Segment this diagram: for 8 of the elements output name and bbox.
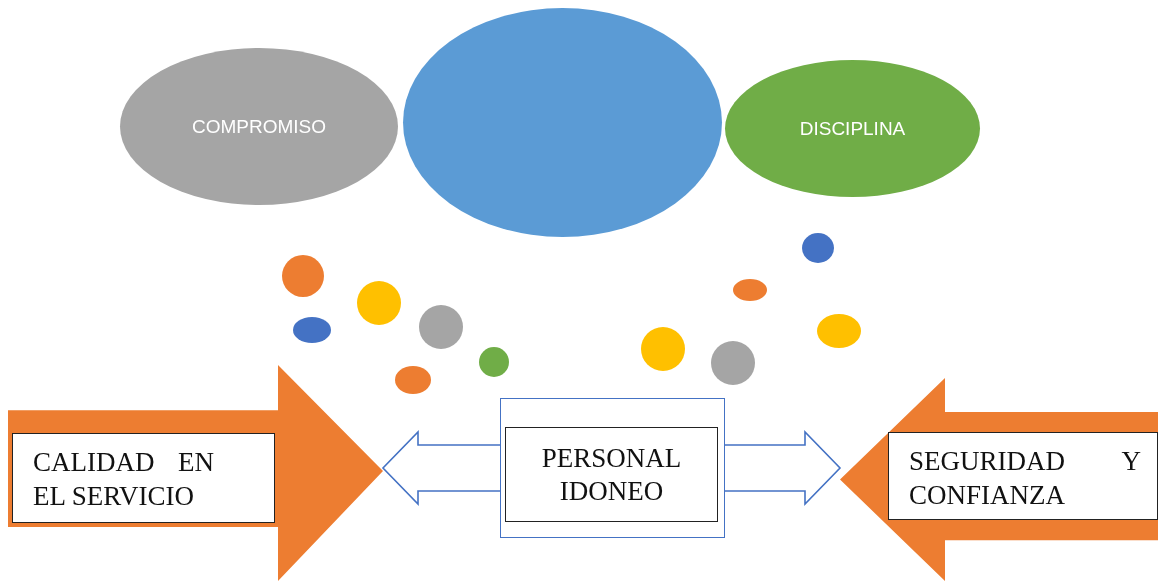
hollow-arrow <box>381 430 501 506</box>
text-box: PERSONAL IDONEO <box>505 427 718 522</box>
text-box: CALIDAD EN EL SERVICIO <box>12 433 275 523</box>
hollow-arrow <box>724 430 842 506</box>
text-box: SEGURIDAD Y CONFIANZA <box>888 432 1158 520</box>
ellipse-label: DISCIPLINA <box>798 116 907 141</box>
ellipse-label: COMPROMISO <box>190 114 328 139</box>
outlined-box <box>500 398 725 538</box>
